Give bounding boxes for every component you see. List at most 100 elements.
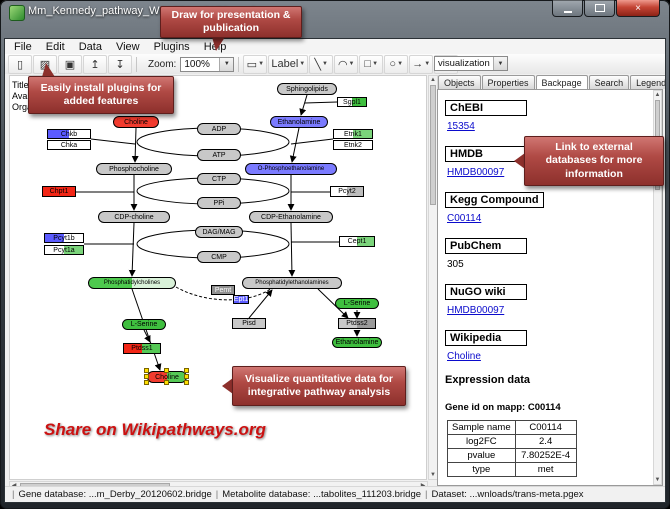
minimize-button[interactable] <box>552 0 583 17</box>
database-link[interactable]: C00114 <box>447 213 482 224</box>
chevron-down-icon[interactable]: ▼ <box>219 57 234 71</box>
node-cept1[interactable]: Cept1 <box>339 236 375 247</box>
scroll-down-icon[interactable]: ▼ <box>654 477 661 483</box>
node-cdp-choline[interactable]: CDP-choline <box>98 211 170 223</box>
menu-edit[interactable]: Edit <box>45 40 65 53</box>
chevron-down-icon[interactable]: ▼ <box>322 61 328 67</box>
node-l-serine-right[interactable]: L-Serine <box>335 298 379 309</box>
node-ctp[interactable]: CTP <box>197 173 241 185</box>
node-label: Chpt1 <box>49 188 69 195</box>
node-dag-mag[interactable]: DAG/MAG <box>195 226 243 238</box>
node-sgpl1[interactable]: Sgpl1 <box>337 97 367 107</box>
database-link[interactable]: Choline <box>447 351 481 362</box>
node-cdp-ethanolamine[interactable]: CDP-Ethanolamine <box>249 211 333 223</box>
tab-legend[interactable]: Legend <box>630 75 665 89</box>
node-phosphatidylcholines[interactable]: Phosphatidylcholines <box>88 277 176 289</box>
arrow-tool[interactable]: →▼ <box>409 54 434 74</box>
node-label: Pcyt1b <box>53 234 75 242</box>
node-pisd[interactable]: Pisd <box>232 318 266 329</box>
selection-handle[interactable] <box>184 380 189 385</box>
pathway-info-line-2: Organ <box>12 102 38 112</box>
chevron-down-icon[interactable]: ▼ <box>424 61 431 67</box>
datanode-tool[interactable]: ▭▼ <box>243 54 268 74</box>
menu-data[interactable]: Data <box>78 40 102 53</box>
node-cmp[interactable]: CMP <box>197 251 241 263</box>
rect-tool[interactable]: □▼ <box>359 54 384 74</box>
database-link[interactable]: HMDB00097 <box>447 305 505 316</box>
tab-backpage[interactable]: Backpage <box>535 75 588 89</box>
selection-handle[interactable] <box>184 374 189 379</box>
import-icon[interactable]: ↥ <box>83 54 107 74</box>
menu-file[interactable]: File <box>14 40 32 53</box>
node-ethanolamine-bottom[interactable]: Ethanolamine <box>332 337 382 348</box>
chevron-down-icon[interactable]: ▼ <box>299 61 306 67</box>
chevron-down-icon[interactable]: ▼ <box>348 61 355 67</box>
tab-search[interactable]: Search <box>588 75 630 89</box>
node-phosphocholine[interactable]: Phosphocholine <box>96 163 172 175</box>
scroll-down-icon[interactable]: ▼ <box>430 472 436 478</box>
node-etnk1[interactable]: Etnk1 <box>333 129 373 139</box>
node-ept1[interactable]: Ept1 <box>233 295 249 304</box>
selection-handle[interactable] <box>164 368 169 373</box>
node-ptdss1[interactable]: Ptdss1 <box>123 343 161 354</box>
node-o-phosphoethanolamine[interactable]: O-Phosphoethanolamine <box>245 163 337 175</box>
arc-tool[interactable]: ◠▼ <box>334 54 359 74</box>
scroll-up-icon[interactable]: ▲ <box>654 92 661 98</box>
new-file-icon[interactable]: ▯ <box>8 54 32 74</box>
node-chpt1[interactable]: Chpt1 <box>42 186 76 197</box>
save-icon[interactable]: ▣ <box>58 54 82 74</box>
node-chka[interactable]: Chka <box>47 140 91 150</box>
share-banner: Share on Wikipathways.org <box>44 420 266 439</box>
close-button[interactable]: × <box>616 0 660 17</box>
chevron-down-icon[interactable]: ▼ <box>372 61 379 67</box>
label-tool[interactable]: Label▼ <box>268 54 309 74</box>
node-atp[interactable]: ATP <box>197 149 241 161</box>
selection-handle[interactable] <box>144 380 149 385</box>
tab-objects[interactable]: Objects <box>438 75 481 89</box>
node-label: CTP <box>212 175 226 183</box>
chevron-down-icon[interactable]: ▼ <box>493 57 507 70</box>
node-pcyt2[interactable]: Pcyt2 <box>330 186 364 197</box>
export-icon[interactable]: ↧ <box>108 54 132 74</box>
node-l-serine-left[interactable]: L-Serine <box>122 319 166 330</box>
node-pcyt1a[interactable]: Pcyt1a <box>44 245 84 255</box>
line-tool[interactable]: ╲▼ <box>309 54 334 74</box>
close-icon: × <box>635 2 641 14</box>
visualization-combobox[interactable]: visualization ▼ <box>434 56 508 71</box>
node-sphingolipids[interactable]: Sphingolipids <box>277 83 337 95</box>
selection-handle[interactable] <box>184 368 189 373</box>
node-ptdss2[interactable]: Ptdss2 <box>338 318 376 329</box>
node-etnk2[interactable]: Etnk2 <box>333 140 373 150</box>
node-phosphatidylethanolamines[interactable]: Phosphatidylethanolamines <box>242 277 342 289</box>
database-name: HMDB <box>445 146 527 162</box>
chevron-down-icon[interactable]: ▼ <box>397 61 404 67</box>
zoom-combobox[interactable]: 100% ▼ <box>180 56 235 72</box>
chevron-down-icon[interactable]: ▼ <box>258 61 265 67</box>
scroll-up-icon[interactable]: ▲ <box>430 77 436 83</box>
node-adp[interactable]: ADP <box>197 123 241 135</box>
node-ethanolamine-top[interactable]: Ethanolamine <box>270 116 328 128</box>
menu-view[interactable]: View <box>115 40 140 53</box>
database-link[interactable]: HMDB00097 <box>447 167 505 178</box>
selection-handle[interactable] <box>164 380 169 385</box>
menu-plugins[interactable]: Plugins <box>153 40 190 53</box>
export-icon-glyph: ↧ <box>115 58 125 71</box>
selection-handle[interactable] <box>144 374 149 379</box>
node-label: L-Serine <box>130 321 158 328</box>
maximize-button[interactable] <box>584 0 615 17</box>
node-choline-top[interactable]: Choline <box>113 116 159 128</box>
node-chkb[interactable]: Chkb <box>47 129 91 139</box>
scrollbar-thumb[interactable] <box>430 85 436 205</box>
node-pemt[interactable]: Pemt <box>211 285 235 295</box>
selection-handle[interactable] <box>144 368 149 373</box>
ellipse-tool[interactable]: ○▼ <box>384 54 409 74</box>
table-cell: pvalue <box>447 448 516 463</box>
node-pcyt1b[interactable]: Pcyt1b <box>44 233 84 243</box>
tab-properties[interactable]: Properties <box>481 75 535 89</box>
node-ppi[interactable]: PPi <box>197 197 241 209</box>
database-link[interactable]: 15354 <box>447 121 475 132</box>
database-name: Kegg Compound <box>445 192 544 208</box>
